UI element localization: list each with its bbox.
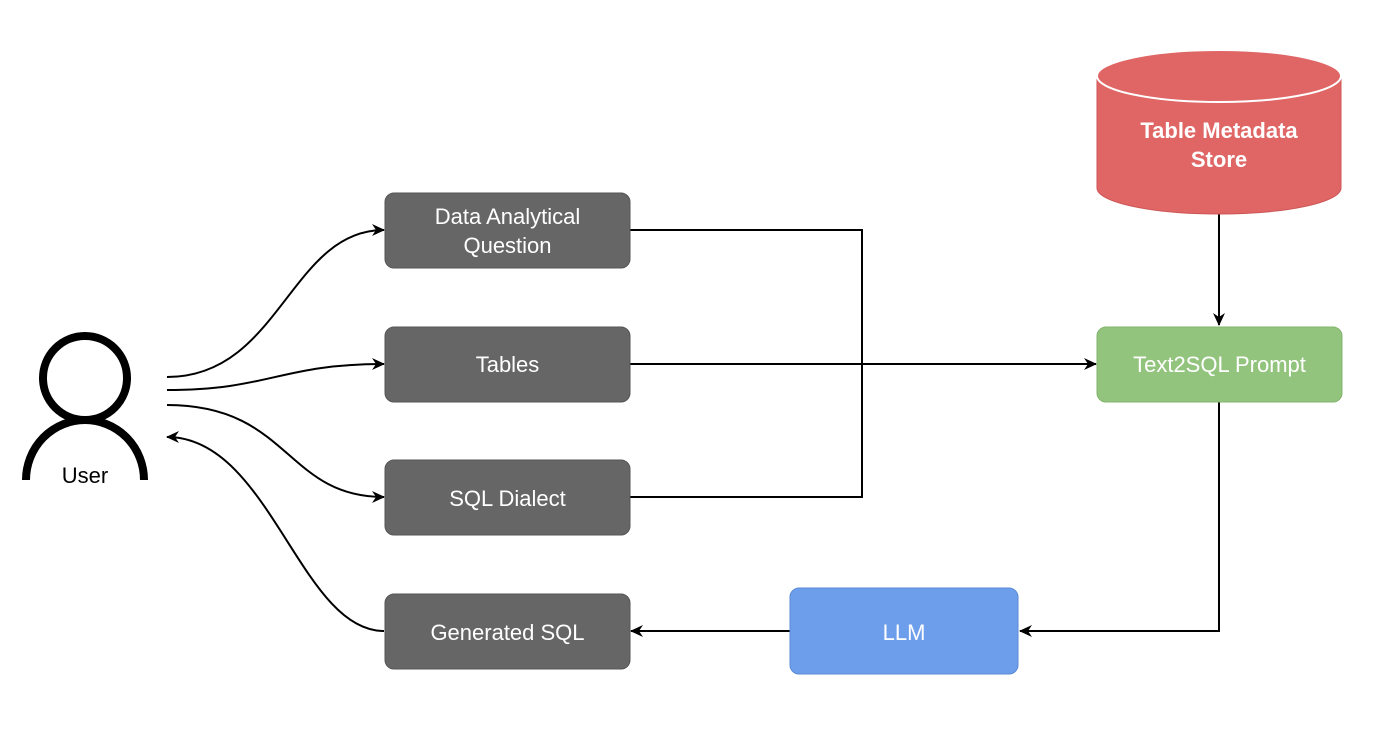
edge-user-to-question [166, 224, 385, 378]
metadata-store-node: Table Metadata Store [1096, 49, 1342, 215]
edge-generated-sql-to-user [166, 431, 385, 632]
prompt-label: Text2SQL Prompt [1133, 352, 1306, 377]
llm-node: LLM [789, 587, 1019, 675]
dialect-node: SQL Dialect [384, 459, 631, 536]
cylinder-icon [1096, 49, 1342, 215]
user-node: User [22, 332, 148, 488]
metadata-store-label-line1: Table Metadata [1140, 118, 1298, 143]
generated-sql-label: Generated SQL [430, 620, 584, 645]
generated-sql-node: Generated SQL [384, 593, 631, 670]
question-label-line1: Data Analytical [435, 204, 581, 229]
prompt-node: Text2SQL Prompt [1096, 326, 1343, 403]
metadata-store-label-line2: Store [1191, 147, 1247, 172]
llm-label: LLM [883, 620, 926, 645]
question-node: Data Analytical Question [384, 192, 631, 269]
tables-label: Tables [476, 352, 540, 377]
edges [166, 214, 1225, 637]
edge-user-to-tables [166, 358, 385, 391]
question-label-line2: Question [463, 233, 551, 258]
edge-prompt-to-llm [1019, 401, 1220, 637]
tables-node: Tables [384, 326, 631, 403]
edge-user-to-dialect [166, 404, 385, 503]
user-icon [22, 332, 148, 481]
user-label: User [62, 463, 108, 488]
dialect-label: SQL Dialect [449, 486, 566, 511]
